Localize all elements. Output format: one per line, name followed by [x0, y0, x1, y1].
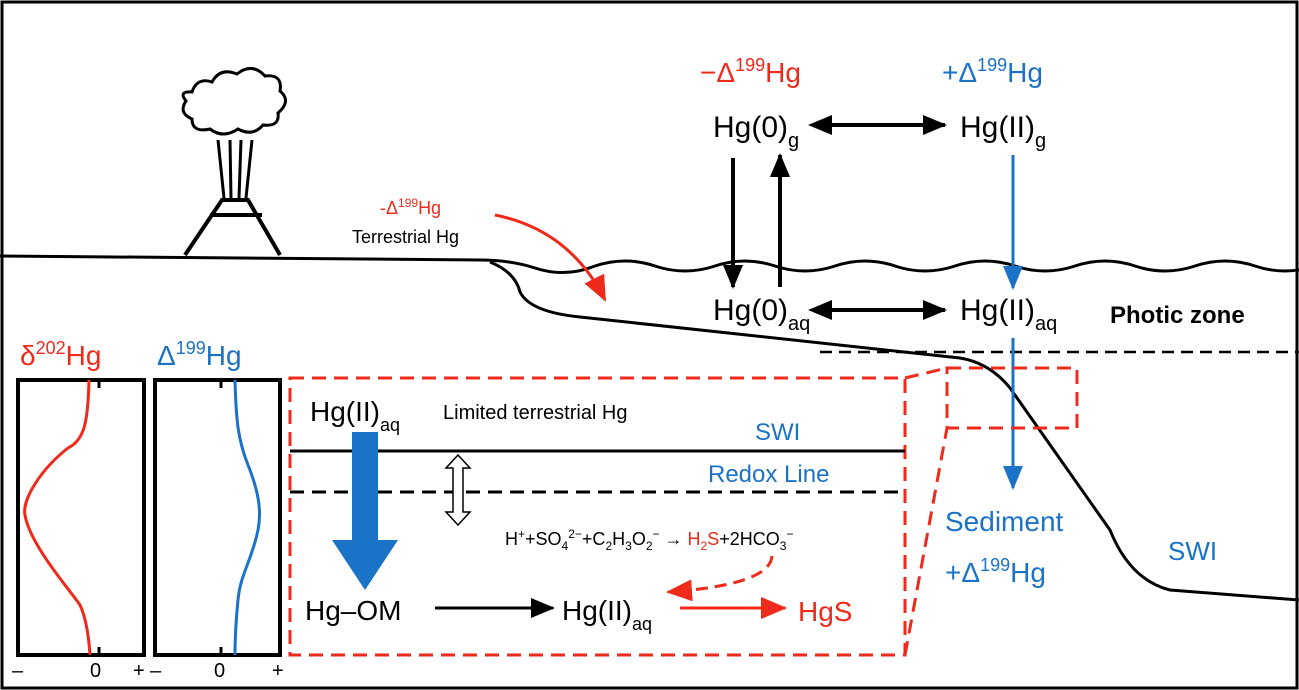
burial-big-arrow — [332, 432, 398, 590]
h2s-dashed-arrow — [666, 555, 774, 602]
photic-zone-label: Photic zone — [1110, 302, 1245, 329]
sulfate-reduction-equation: H++SO42−+C2H3O2− → H2S+2HCO3− — [505, 527, 793, 553]
sediment-d199-label: +Δ199Hg — [945, 555, 1046, 588]
svg-text:+: + — [272, 660, 284, 682]
hollow-double-arrow — [444, 453, 472, 527]
svg-text:0: 0 — [90, 660, 101, 682]
svg-text:+: + — [133, 660, 145, 682]
inset-swi-label: SWI — [755, 419, 800, 446]
pos-d199-label: +Δ199Hg — [942, 55, 1043, 88]
inset-hg2-aq-label: Hg(II)aq — [310, 396, 400, 435]
neg-d199-label: −Δ199Hg — [700, 55, 801, 88]
sea-surface-line — [0, 254, 1299, 274]
hg-om-label: Hg–OM — [305, 595, 401, 626]
hg0-gas-label: Hg(0)g — [713, 111, 799, 152]
swi-label: SWI — [1168, 536, 1217, 566]
volcano-icon — [181, 67, 287, 257]
svg-text:0: 0 — [214, 660, 225, 682]
svg-text:–: – — [150, 660, 162, 682]
hgs-label: HgS — [798, 596, 852, 627]
d202-profile-panel — [16, 378, 146, 657]
terrestrial-hg-label: Terrestrial Hg — [352, 227, 459, 247]
terrestrial-input-arrow — [494, 213, 607, 302]
limited-terrestrial-label: Limited terrestrial Hg — [443, 402, 628, 424]
seafloor-line — [489, 260, 1299, 602]
hg2-gas-label: Hg(II)g — [960, 111, 1046, 152]
inset-hg2-aq-label-2: Hg(II)aq — [562, 595, 652, 634]
D199-profile-panel — [153, 378, 282, 657]
profile-axis-labels: – 0 + – 0 + — [12, 660, 284, 682]
terrestrial-d199-label: -Δ199Hg — [380, 196, 441, 218]
D199-profile-title: Δ199Hg — [157, 338, 242, 371]
svg-text:–: – — [12, 660, 24, 682]
hg0-aq-label: Hg(0)aq — [713, 294, 810, 335]
d202-profile-title: δ202Hg — [20, 338, 101, 371]
inset-zoom-outline — [288, 366, 1079, 657]
sediment-label: Sediment — [945, 506, 1064, 537]
hg2-aq-label: Hg(II)aq — [960, 294, 1057, 335]
redox-line-label: Redox Line — [708, 461, 829, 488]
